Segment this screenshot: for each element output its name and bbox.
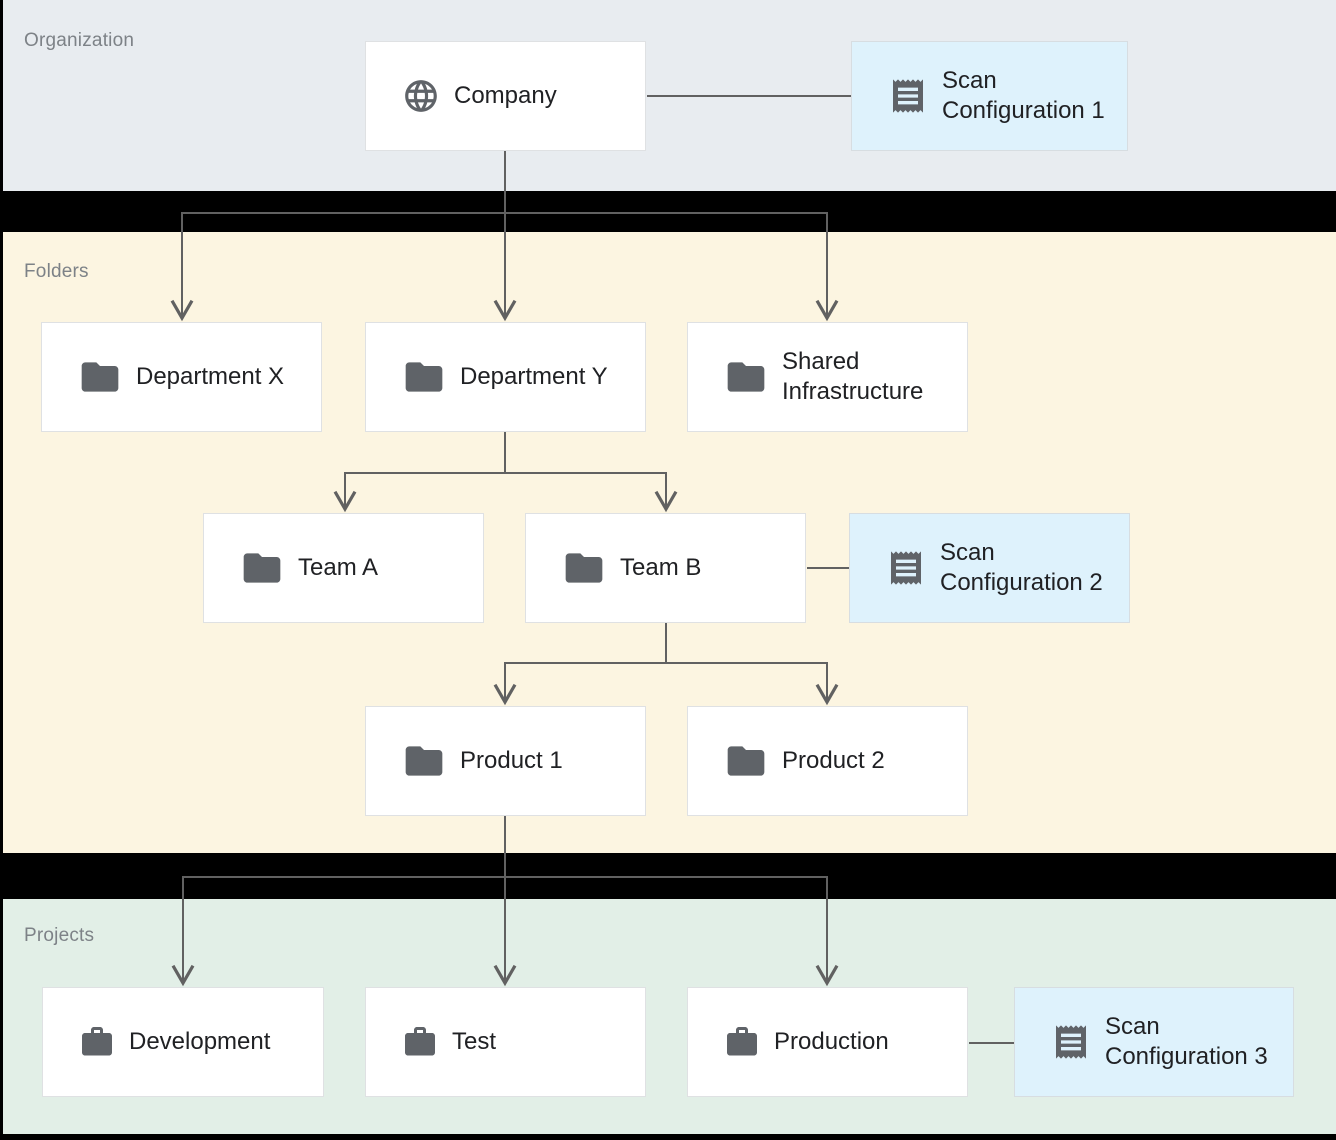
- node-label: Product 2: [782, 747, 885, 774]
- node-team-b: Team B: [525, 513, 806, 623]
- node-department-x: Department X: [41, 322, 322, 432]
- node-department-y: Department Y: [365, 322, 646, 432]
- node-team-a: Team A: [203, 513, 484, 623]
- folder-icon: [78, 355, 122, 399]
- node-development: Development: [42, 987, 324, 1097]
- node-product-2: Product 2: [687, 706, 968, 816]
- folder-icon: [724, 739, 768, 783]
- node-scan-configuration-3: Scan Configuration 3: [1014, 987, 1294, 1097]
- node-label: Company: [454, 82, 557, 109]
- organization-band-label: Organization: [24, 30, 135, 51]
- briefcase-icon: [402, 1024, 438, 1060]
- node-label: Scan Configuration 1: [942, 67, 1105, 124]
- node-label: Development: [129, 1028, 271, 1055]
- node-scan-configuration-2: Scan Configuration 2: [849, 513, 1130, 623]
- node-label: Scan Configuration 3: [1105, 1013, 1268, 1070]
- node-scan-configuration-1: Scan Configuration 1: [851, 41, 1128, 151]
- node-label: Product 1: [460, 747, 563, 774]
- receipt-icon: [1051, 1022, 1091, 1062]
- projects-band-label: Projects: [24, 925, 95, 946]
- node-label: Scan Configuration 2: [940, 539, 1103, 596]
- node-product-1: Product 1: [365, 706, 646, 816]
- briefcase-icon: [79, 1024, 115, 1060]
- receipt-icon: [888, 76, 928, 116]
- briefcase-icon: [724, 1024, 760, 1060]
- folder-icon: [240, 546, 284, 590]
- node-company: Company: [365, 41, 646, 151]
- receipt-icon: [886, 548, 926, 588]
- node-label: Team B: [620, 554, 702, 581]
- node-label: Team A: [298, 554, 379, 581]
- node-label: Department X: [136, 363, 285, 390]
- folders-band-label: Folders: [24, 261, 89, 282]
- node-label: Shared Infrastructure: [782, 348, 924, 405]
- node-label: Production: [774, 1028, 889, 1055]
- node-test: Test: [365, 987, 646, 1097]
- node-label: Test: [452, 1028, 497, 1055]
- node-shared-infrastructure: Shared Infrastructure: [687, 322, 968, 432]
- folder-icon: [402, 739, 446, 783]
- folder-icon: [402, 355, 446, 399]
- folder-icon: [724, 355, 768, 399]
- node-production: Production: [687, 987, 968, 1097]
- globe-icon: [402, 77, 440, 115]
- folder-icon: [562, 546, 606, 590]
- node-label: Department Y: [460, 363, 608, 390]
